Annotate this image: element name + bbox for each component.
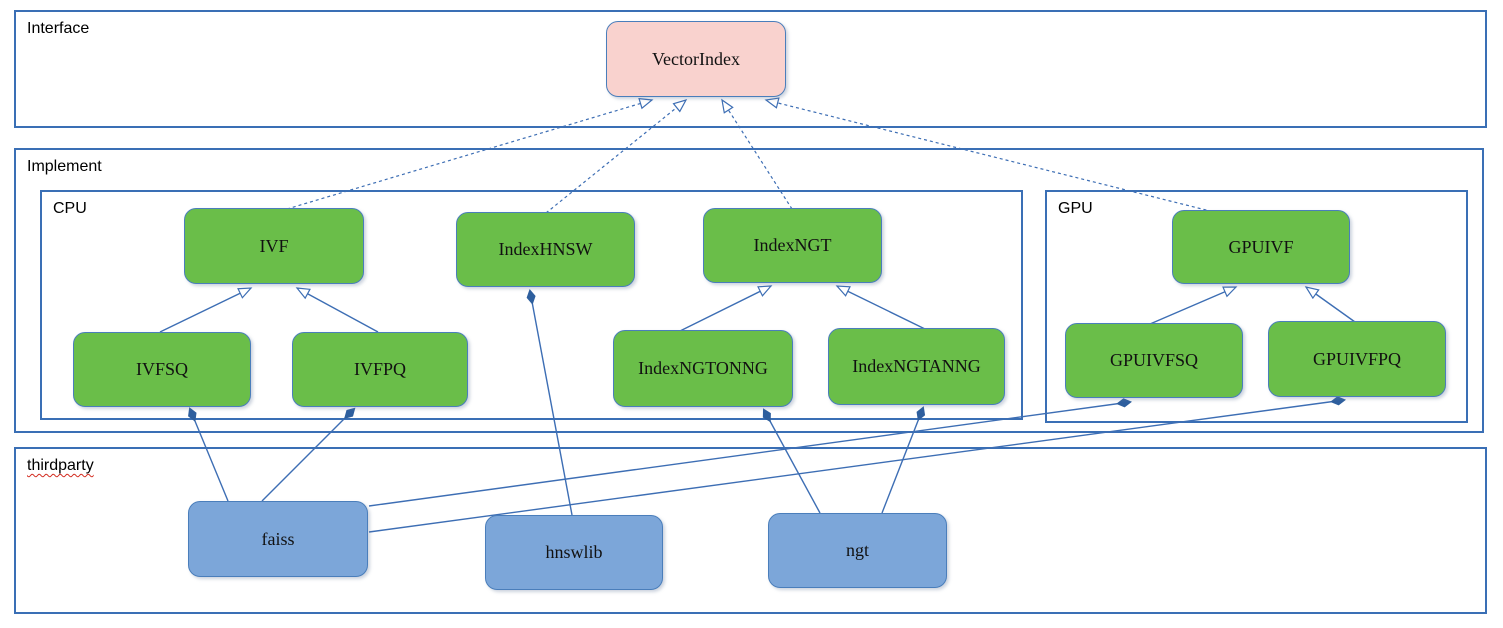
node-label-ngt: ngt [845, 540, 869, 560]
node-label-indexngt: IndexNGT [753, 235, 832, 255]
class-node-gpuivf: GPUIVF [1172, 210, 1350, 284]
node-label-vectorindex: VectorIndex [652, 48, 740, 69]
class-node-ivfpq: IVFPQ [292, 332, 468, 407]
class-node-ivf: IVF [184, 208, 364, 284]
node-label-ivfsq: IVFSQ [135, 359, 188, 379]
class-node-indexngtanng: IndexNGTANNG [828, 328, 1005, 405]
class-node-gpuivfsq: GPUIVFSQ [1065, 323, 1243, 398]
node-label-indexngtanng: IndexNGTANNG [852, 356, 981, 376]
library-node-ngt: ngt [768, 513, 947, 588]
node-label-gpuivfsq: GPUIVFSQ [1109, 350, 1199, 370]
library-node-faiss: faiss [188, 501, 368, 577]
thirdparty-container-label: thirdparty [27, 457, 94, 474]
node-label-indexngtonng: IndexNGTONNG [638, 358, 768, 378]
node-label-ivf: IVF [259, 235, 289, 256]
node-label-faiss: faiss [261, 528, 295, 549]
class-node-gpuivfpq: GPUIVFPQ [1268, 321, 1446, 397]
node-label-indexhnsw: IndexHNSW [498, 239, 593, 259]
node-label-gpuivfpq: GPUIVFPQ [1312, 348, 1402, 369]
node-label-ivfpq: IVFPQ [353, 359, 406, 379]
node-label-hnswlib: hnswlib [545, 542, 603, 562]
interface-container-label: Interface [27, 20, 90, 37]
class-node-indexhnsw: IndexHNSW [456, 212, 635, 287]
class-node-indexngtonng: IndexNGTONNG [613, 330, 793, 407]
gpu-container-label: GPU [1058, 200, 1093, 217]
cpu-container-label: CPU [53, 200, 87, 217]
library-node-hnswlib: hnswlib [485, 515, 663, 590]
implement-container-label: Implement [27, 158, 102, 175]
class-node-indexngt: IndexNGT [703, 208, 882, 283]
node-label-gpuivf: GPUIVF [1228, 236, 1294, 257]
class-node-ivfsq: IVFSQ [73, 332, 251, 407]
class-node-vectorindex: VectorIndex [606, 21, 786, 97]
